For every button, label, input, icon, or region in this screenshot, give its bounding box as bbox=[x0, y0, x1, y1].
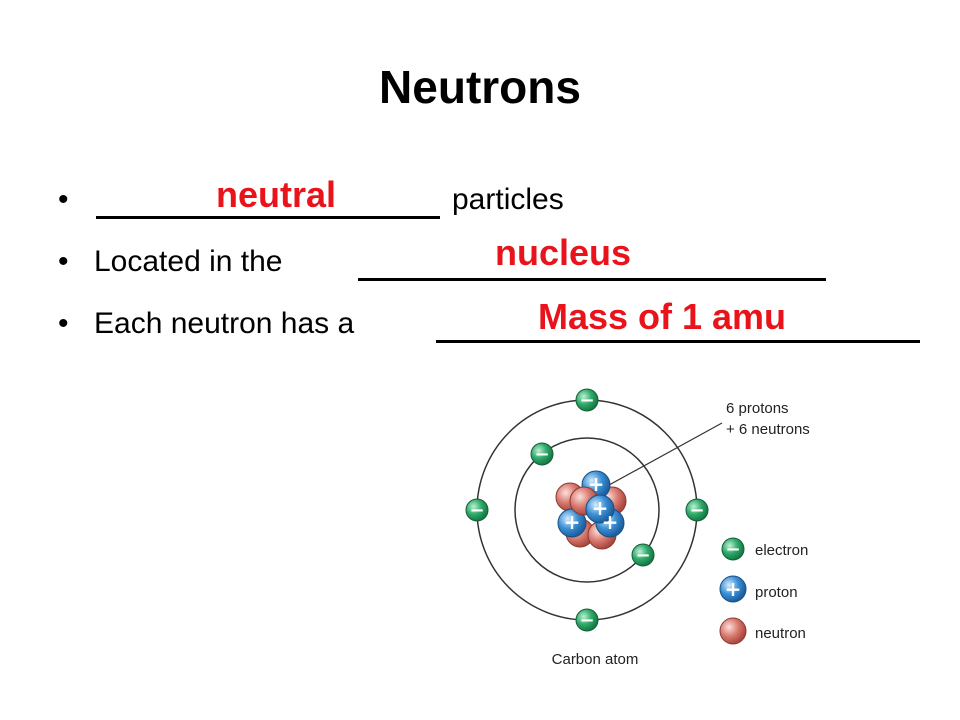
bullet-item-1: • particles bbox=[58, 180, 938, 220]
proton-sign: + bbox=[725, 577, 742, 601]
bullet-item-2: • Located in the bbox=[58, 242, 938, 282]
bullet-dot: • bbox=[58, 245, 69, 278]
electron-sign: − bbox=[579, 390, 594, 411]
blank-line-2 bbox=[358, 278, 826, 281]
legend-electron-label: electron bbox=[755, 542, 808, 559]
legend-neutron-icon bbox=[719, 617, 747, 645]
carbon-atom-diagram: 6 protons + 6 neutrons + + + + − − − − − bbox=[465, 388, 810, 668]
legend-proton-label: proton bbox=[755, 584, 798, 601]
bullet-3-prefix: Each neutron has a bbox=[94, 307, 355, 340]
electron-sign: − bbox=[469, 500, 484, 521]
electron-sign: − bbox=[534, 444, 549, 465]
electron-outer-top: − bbox=[575, 388, 599, 412]
inner-orbit bbox=[514, 437, 660, 583]
diagram-caption: Carbon atom bbox=[552, 651, 639, 668]
legend-electron: − electron bbox=[721, 537, 808, 561]
bullet-2-prefix: Located in the bbox=[94, 245, 283, 278]
electron-sign: − bbox=[725, 539, 740, 560]
legend-neutron-label: neutron bbox=[755, 625, 806, 642]
legend-neutron: neutron bbox=[719, 617, 806, 645]
slide-title: Neutrons bbox=[379, 61, 581, 113]
nucleus-pointer-line bbox=[599, 422, 723, 491]
electron-sign: − bbox=[579, 610, 594, 631]
bullet-1-suffix: particles bbox=[452, 183, 564, 216]
electron-sign: − bbox=[635, 545, 650, 566]
electron-outer-right: − bbox=[685, 498, 709, 522]
legend-proton: + proton bbox=[719, 575, 798, 603]
nucleus-label-neutrons: + 6 neutrons bbox=[726, 421, 810, 438]
proton-sign: + bbox=[592, 496, 609, 520]
legend: − electron + proton neutron bbox=[719, 537, 808, 645]
electron-inner-upper-left: − bbox=[530, 442, 554, 466]
proton-sign: + bbox=[588, 472, 605, 496]
electron-outer-bottom: − bbox=[575, 608, 599, 632]
electron-inner-lower-right: − bbox=[631, 543, 655, 567]
answer-nucleus: nucleus bbox=[494, 232, 632, 273]
proton-sign: + bbox=[602, 510, 619, 534]
answer-neutral: neutral bbox=[215, 174, 337, 215]
answer-mass: Mass of 1 amu bbox=[537, 296, 787, 337]
bullet-item-3: • Each neutron has a bbox=[58, 304, 938, 344]
legend-proton-icon bbox=[719, 575, 747, 603]
nucleus: + + + + bbox=[555, 470, 627, 550]
bullet-dot: • bbox=[58, 307, 69, 340]
bullet-dot: • bbox=[58, 183, 69, 216]
electron-sign: − bbox=[689, 500, 704, 521]
electron-outer-left: − bbox=[465, 498, 489, 522]
nucleus-label-protons: 6 protons bbox=[726, 400, 789, 417]
proton-sign: + bbox=[564, 510, 581, 534]
blank-line-1 bbox=[96, 216, 440, 219]
legend-electron-icon bbox=[721, 537, 745, 561]
blank-line-3 bbox=[436, 340, 920, 343]
proton-sphere bbox=[585, 494, 615, 524]
